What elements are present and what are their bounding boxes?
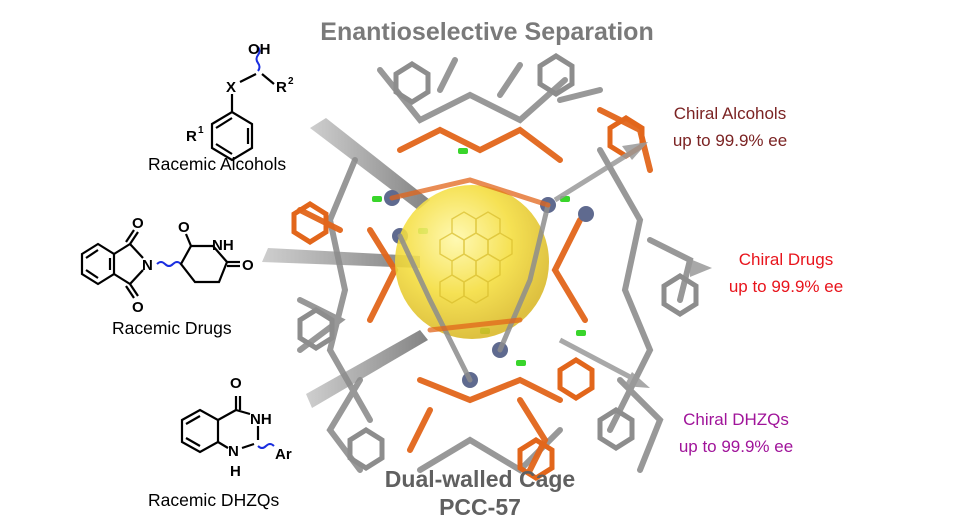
output-name-alcohols: Chiral Alcohols	[673, 104, 787, 123]
atom-o-4: O	[242, 257, 254, 274]
output-name-drugs: Chiral Drugs	[738, 250, 834, 269]
atom-n-dhzq: N	[228, 443, 239, 460]
atom-ar: Ar	[275, 446, 292, 463]
cage-label-line1: Dual-walled Cage	[384, 466, 576, 492]
atom-nh-dhzq: NH	[250, 411, 272, 428]
output-name-dhzqs: Chiral DHZQs	[683, 410, 789, 429]
input-label-alcohols: Racemic Alcohols	[148, 154, 287, 174]
input-label-drugs: Racemic Drugs	[112, 318, 232, 338]
output-block-alcohols: Chiral Alcohols up to 99.9% ee	[620, 100, 840, 154]
atom-x: X	[226, 79, 236, 96]
output-arrow-drugs	[560, 259, 712, 277]
molecule-dhzq	[180, 396, 275, 454]
output-block-drugs: Chiral Drugs up to 99.9% ee	[676, 246, 896, 300]
atom-r1: R	[186, 128, 197, 145]
atom-r1-sup: 1	[198, 125, 204, 136]
atom-r2-sup: 2	[288, 76, 294, 87]
output-block-dhzqs: Chiral DHZQs up to 99.9% ee	[626, 406, 846, 460]
diagram-title: Enantioselective Separation	[320, 18, 654, 46]
atom-oh: OH	[248, 41, 271, 58]
input-arrow-alcohols	[310, 118, 430, 210]
output-arrow-dhzqs	[558, 337, 650, 388]
input-label-dhzqs: Racemic DHZQs	[148, 490, 280, 510]
atom-o-1: O	[132, 215, 144, 232]
output-ee-dhzqs: up to 99.9% ee	[678, 437, 794, 456]
cavity-honeycomb-pattern	[439, 211, 513, 304]
molecule-drug	[80, 229, 240, 299]
cage-label-line2: PCC-57	[439, 494, 521, 520]
atom-h-dhzq: H	[230, 463, 241, 480]
molecule-alcohol	[210, 46, 275, 162]
cage-cavity-sphere	[395, 185, 549, 339]
atom-o-3: O	[178, 219, 190, 236]
input-arrow-dhzqs	[306, 330, 428, 408]
output-ee-alcohols: up to 99.9% ee	[672, 131, 788, 150]
output-ee-drugs: up to 99.9% ee	[728, 277, 844, 296]
atom-r2: R	[276, 79, 287, 96]
atom-o-2: O	[132, 299, 144, 316]
atom-n: N	[142, 257, 153, 274]
output-arrows	[553, 142, 712, 388]
atom-o-dhzq: O	[230, 375, 242, 392]
output-arrow-alcohols	[553, 142, 648, 203]
atom-nh: NH	[212, 237, 234, 254]
